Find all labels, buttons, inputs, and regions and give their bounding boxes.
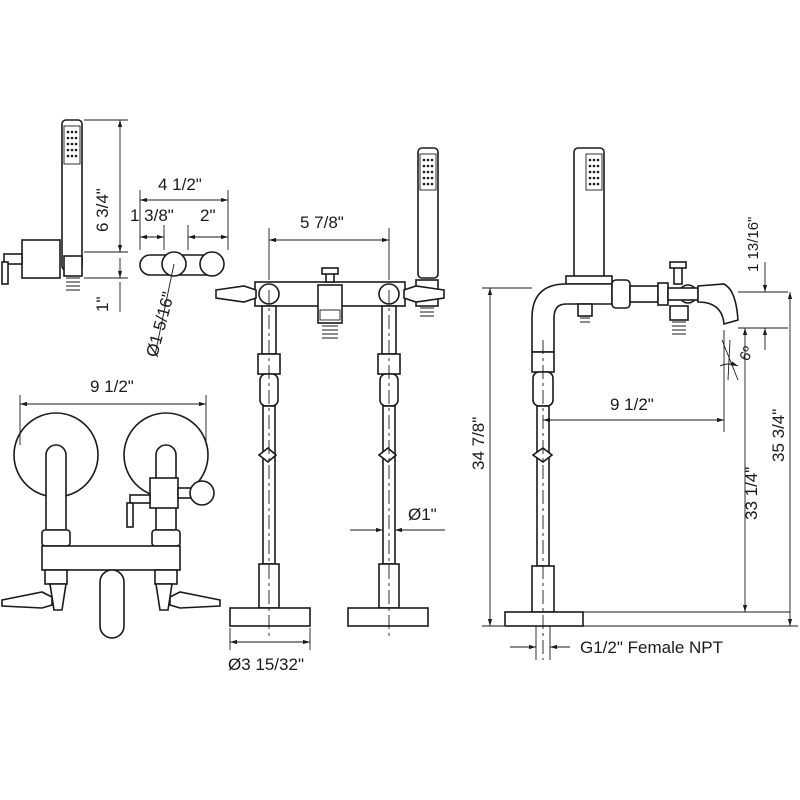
spread-left-dimension: 1 3/8" xyxy=(130,206,174,240)
valve-width-dimension: 9 1/2" xyxy=(20,377,206,407)
side-elevation-view xyxy=(504,147,739,660)
spread-left-label: 1 3/8" xyxy=(130,206,174,225)
wall-valve-view xyxy=(1,395,221,639)
center-spread-label: 5 7/8" xyxy=(300,213,344,232)
spout-reach-label: 9 1/2" xyxy=(610,395,654,414)
spout-clearance-label: 1 13/16" xyxy=(745,217,762,272)
spread-detail-view xyxy=(139,190,229,277)
inlet-connection-label: G1/2" Female NPT xyxy=(580,638,723,657)
riser-diameter-dimension: Ø1" xyxy=(350,505,445,533)
handshower-view xyxy=(1,119,83,291)
overall-height-left-label: 34 7/8" xyxy=(469,417,488,470)
valve-width-label: 9 1/2" xyxy=(90,377,134,396)
overall-height-left-dimension: 34 7/8" xyxy=(469,287,532,627)
spout-angle-dimension: 6º xyxy=(719,339,758,381)
base-diameter-dimension: Ø3 15/32" xyxy=(228,628,311,674)
handshower-height-dimension: 6 3/4" xyxy=(84,119,128,253)
spread-right-dimension: 2" xyxy=(188,206,228,240)
center-spread-dimension: 5 7/8" xyxy=(269,213,389,243)
hole-diameter-dimension: Ø1 5/16" xyxy=(143,263,179,359)
inlet-connection-dimension: G1/2" Female NPT xyxy=(510,626,723,660)
spout-height-label: 33 1/4" xyxy=(742,467,761,520)
spout-clearance-dimension: 1 13/16" xyxy=(738,217,788,350)
spout-reach-dimension: 9 1/2" xyxy=(543,330,725,432)
hole-diameter-label: Ø1 5/16" xyxy=(143,290,179,359)
base-diameter-label: Ø3 15/32" xyxy=(228,655,304,674)
overall-height-right-label: 35 3/4" xyxy=(769,409,788,462)
spout-height-dimension: 33 1/4" xyxy=(583,328,790,613)
spout-angle-label: 6º xyxy=(736,344,757,364)
spread-right-label: 2" xyxy=(200,206,216,225)
front-elevation-view xyxy=(215,147,445,640)
spread-overall-dimension: 4 1/2" xyxy=(140,175,228,203)
side-one-inch-label: 1" xyxy=(93,297,112,313)
spread-overall-label: 4 1/2" xyxy=(158,175,202,194)
riser-diameter-label: Ø1" xyxy=(408,505,437,524)
handshower-height-label: 6 3/4" xyxy=(93,188,112,232)
side-one-inch-dimension: 1" xyxy=(84,258,128,312)
overall-height-right-dimension: 35 3/4" xyxy=(583,292,798,627)
